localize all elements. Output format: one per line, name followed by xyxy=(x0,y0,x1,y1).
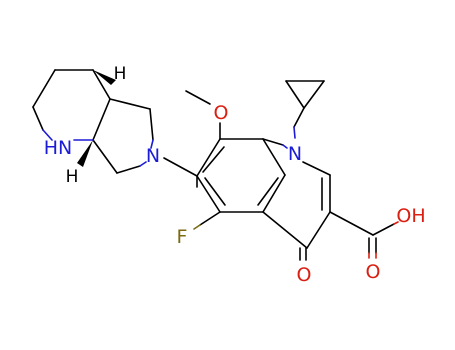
bond xyxy=(150,139,154,149)
atom-acid-carbonyl-o: O xyxy=(366,261,381,283)
bond xyxy=(92,69,111,100)
bond xyxy=(262,211,308,249)
bond xyxy=(199,211,221,226)
bond xyxy=(302,161,331,176)
atom-methoxy-o: O xyxy=(214,102,229,124)
bond xyxy=(116,165,141,174)
atom-hydroxyl: OH xyxy=(396,205,425,227)
bonds xyxy=(32,69,395,261)
bond xyxy=(372,223,395,236)
bond xyxy=(262,138,284,146)
atom-stereo-h-top: H xyxy=(114,64,127,84)
bond xyxy=(306,211,331,249)
atom-quinolone-n: N xyxy=(288,143,302,165)
bond xyxy=(329,211,374,236)
atom-pyrrolidine-n: N xyxy=(146,145,160,167)
bond xyxy=(92,98,111,141)
bond xyxy=(257,177,279,206)
wedge-bond xyxy=(93,70,116,85)
bond xyxy=(32,106,44,131)
bond xyxy=(282,144,288,149)
bond xyxy=(262,138,286,176)
atom-ring-nh: HN xyxy=(44,137,73,159)
bond xyxy=(149,108,154,141)
bond xyxy=(202,146,225,173)
hetero-bonds xyxy=(42,126,399,259)
bond xyxy=(32,69,56,108)
atom-fluorine: F xyxy=(177,226,188,248)
bond xyxy=(293,107,305,128)
bond xyxy=(185,90,211,105)
bond xyxy=(139,161,147,167)
bond xyxy=(262,174,286,213)
bond xyxy=(285,80,305,109)
atom-labels: HN N N O F O OH O H H xyxy=(44,64,426,286)
bond xyxy=(92,139,118,174)
bond xyxy=(193,224,201,230)
bond xyxy=(196,175,221,213)
bond xyxy=(163,157,198,177)
bond xyxy=(204,177,226,206)
bond xyxy=(293,126,296,139)
bond xyxy=(42,129,53,141)
bond xyxy=(393,221,399,225)
wedge-bond xyxy=(77,140,93,167)
bond xyxy=(196,138,221,177)
bond xyxy=(303,80,325,109)
atom-stereo-h-bottom: H xyxy=(66,167,79,187)
bond xyxy=(109,98,151,110)
atom-ketone-o: O xyxy=(297,264,312,286)
